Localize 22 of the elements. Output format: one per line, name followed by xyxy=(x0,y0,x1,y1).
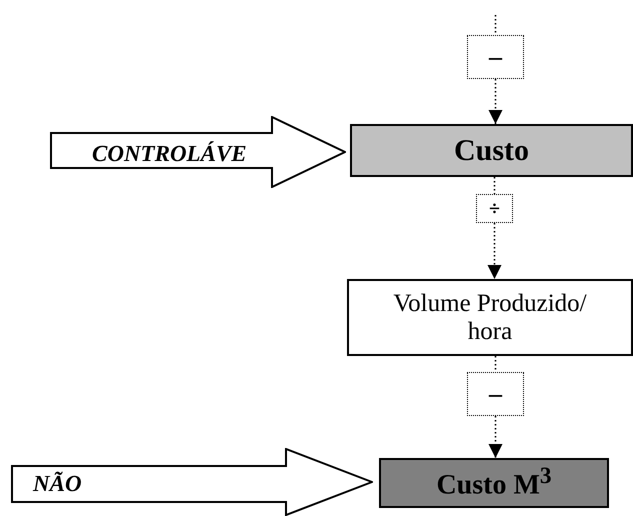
process-box xyxy=(379,458,609,508)
box-label: Custo xyxy=(452,134,530,167)
process-box xyxy=(347,279,633,356)
box-label: Custo M$^{3}$ xyxy=(435,464,553,502)
operator-symbol: – xyxy=(489,42,502,72)
arrow-label: CONTROLÁVE xyxy=(92,141,247,167)
arrow-label: NÃO xyxy=(33,471,82,497)
arrow xyxy=(488,79,502,124)
connector-line xyxy=(494,15,496,35)
operator-box xyxy=(467,372,524,416)
process-box xyxy=(350,124,633,177)
arrow xyxy=(488,223,502,279)
connector-line xyxy=(494,356,496,372)
arrow xyxy=(488,416,502,458)
operator-box xyxy=(467,35,524,79)
block-arrow xyxy=(50,116,346,188)
block-arrow xyxy=(11,448,373,516)
operator-box xyxy=(476,194,513,223)
operator-symbol: – xyxy=(489,380,502,408)
box-label: Volume Produzido/ hora xyxy=(392,290,588,345)
connector-line xyxy=(494,177,496,194)
operator-symbol: ÷ xyxy=(489,198,500,220)
